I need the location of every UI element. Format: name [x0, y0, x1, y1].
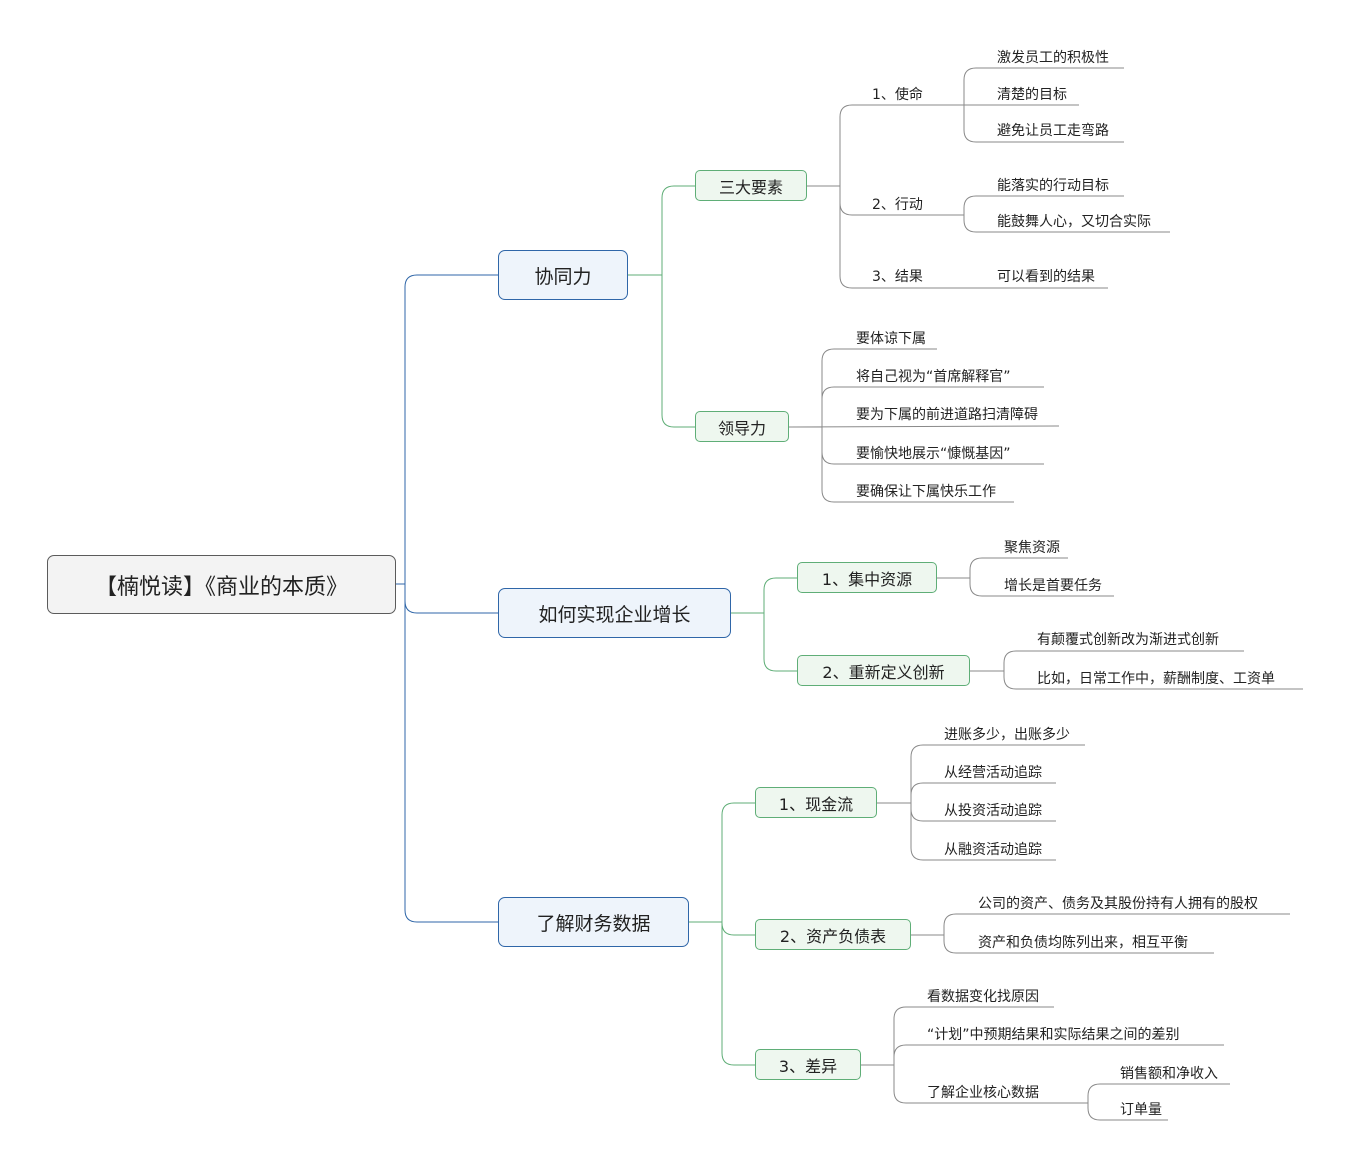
leaf-innovation-1[interactable]: 有颠覆式创新改为渐进式创新: [1037, 632, 1219, 648]
topic-variance[interactable]: 3、差异: [755, 1049, 861, 1080]
connector-core-1: [1087, 1083, 1230, 1103]
leaf-leadership-1[interactable]: 要体谅下属: [856, 331, 926, 347]
subtopic-core-data[interactable]: 了解企业核心数据: [927, 1085, 1039, 1101]
leaf-action-2[interactable]: 能鼓舞人心，又切合实际: [997, 214, 1151, 230]
connector-root-synergy: [396, 274, 498, 585]
connector-focus-2: [937, 577, 1114, 597]
connector-leadership-2: [789, 386, 1044, 428]
leaf-action-1[interactable]: 能落实的行动目标: [997, 178, 1109, 194]
connector-mission-3: [935, 104, 1124, 143]
topic-synergy[interactable]: 协同力: [498, 250, 628, 300]
leaf-mission-1[interactable]: 激发员工的积极性: [997, 50, 1109, 66]
leaf-leadership-3[interactable]: 要为下属的前进道路扫清障碍: [856, 407, 1038, 423]
connector-core-2: [1087, 1103, 1168, 1121]
connector-variance-core: [861, 1064, 1088, 1104]
leaf-core-1[interactable]: 销售额和净收入: [1120, 1066, 1218, 1082]
connector-focus-1: [937, 557, 1068, 579]
connector-three-result: [807, 185, 935, 289]
leaf-balance-2[interactable]: 资产和负债均陈列出来，相互平衡: [978, 935, 1188, 951]
leaf-focus-1[interactable]: 聚焦资源: [1004, 540, 1060, 556]
leaf-leadership-4[interactable]: 要愉快地展示“慷慨基因”: [856, 446, 1011, 462]
connector-variance-1: [861, 1006, 1054, 1066]
topic-redefine-innovation[interactable]: 2、重新定义创新: [797, 655, 970, 686]
connector-cashflow-1: [877, 744, 1085, 804]
connector-growth-focus: [731, 577, 797, 614]
connector-three-mission: [807, 104, 935, 187]
connector-synergy-leadership: [628, 274, 695, 428]
connector-variance-2: [861, 1044, 1224, 1066]
connector-balance-1: [911, 913, 1290, 936]
subtopic-action[interactable]: 2、行动: [872, 197, 923, 213]
leaf-balance-1[interactable]: 公司的资产、债务及其股份持有人拥有的股权: [978, 896, 1258, 912]
connector-mission-1: [935, 67, 1124, 106]
topic-growth[interactable]: 如何实现企业增长: [498, 588, 731, 638]
leaf-variance-2[interactable]: “计划”中预期结果和实际结果之间的差别: [927, 1027, 1180, 1043]
connector-innovation-1: [970, 650, 1244, 672]
leaf-mission-3[interactable]: 避免让员工走弯路: [997, 123, 1109, 139]
topic-leadership[interactable]: 领导力: [695, 411, 789, 442]
topic-finance[interactable]: 了解财务数据: [498, 897, 689, 947]
leaf-cashflow-3[interactable]: 从投资活动追踪: [944, 803, 1042, 819]
leaf-leadership-5[interactable]: 要确保让下属快乐工作: [856, 484, 996, 500]
connector-root-finance: [396, 583, 498, 923]
leaf-innovation-2[interactable]: 比如，日常工作中，薪酬制度、工资单: [1037, 671, 1275, 687]
subtopic-mission[interactable]: 1、使命: [872, 87, 923, 103]
connector-leadership-1: [789, 348, 937, 428]
connector-innovation-2: [970, 670, 1303, 690]
leaf-cashflow-4[interactable]: 从融资活动追踪: [944, 842, 1042, 858]
root-topic[interactable]: 【楠悦读】《商业的本质》: [47, 555, 396, 614]
leaf-variance-1[interactable]: 看数据变化找原因: [927, 989, 1039, 1005]
topic-cashflow[interactable]: 1、现金流: [755, 787, 877, 818]
connector-growth-innovation: [731, 612, 797, 672]
connector-finance-cashflow: [689, 802, 755, 923]
connector-action-2: [935, 214, 1170, 233]
leaf-mission-2[interactable]: 清楚的目标: [997, 87, 1067, 103]
leaf-focus-2[interactable]: 增长是首要任务: [1004, 578, 1102, 594]
leaf-core-2[interactable]: 订单量: [1120, 1102, 1162, 1118]
subtopic-result[interactable]: 3、结果: [872, 269, 923, 285]
connector-root-growth: [396, 583, 498, 614]
connector-cashflow-4: [877, 802, 1056, 861]
connector-leadership-5: [789, 426, 1014, 503]
topic-balance-sheet[interactable]: 2、资产负债表: [755, 919, 911, 950]
leaf-result-1[interactable]: 可以看到的结果: [997, 269, 1095, 285]
connector-balance-2: [911, 934, 1214, 954]
connector-cashflow-2: [877, 782, 1056, 804]
connector-finance-variance: [689, 921, 755, 1066]
leaf-cashflow-1[interactable]: 进账多少，出账多少: [944, 727, 1070, 743]
topic-focus-resources[interactable]: 1、集中资源: [797, 562, 937, 593]
connector-synergy-three: [628, 185, 695, 276]
connector-action-1: [935, 195, 1124, 216]
connector-leadership-3: [788, 425, 1060, 428]
leaf-leadership-2[interactable]: 将自己视为“首席解释官”: [856, 369, 1011, 385]
leaf-cashflow-2[interactable]: 从经营活动追踪: [944, 765, 1042, 781]
topic-three-elements[interactable]: 三大要素: [695, 170, 807, 201]
